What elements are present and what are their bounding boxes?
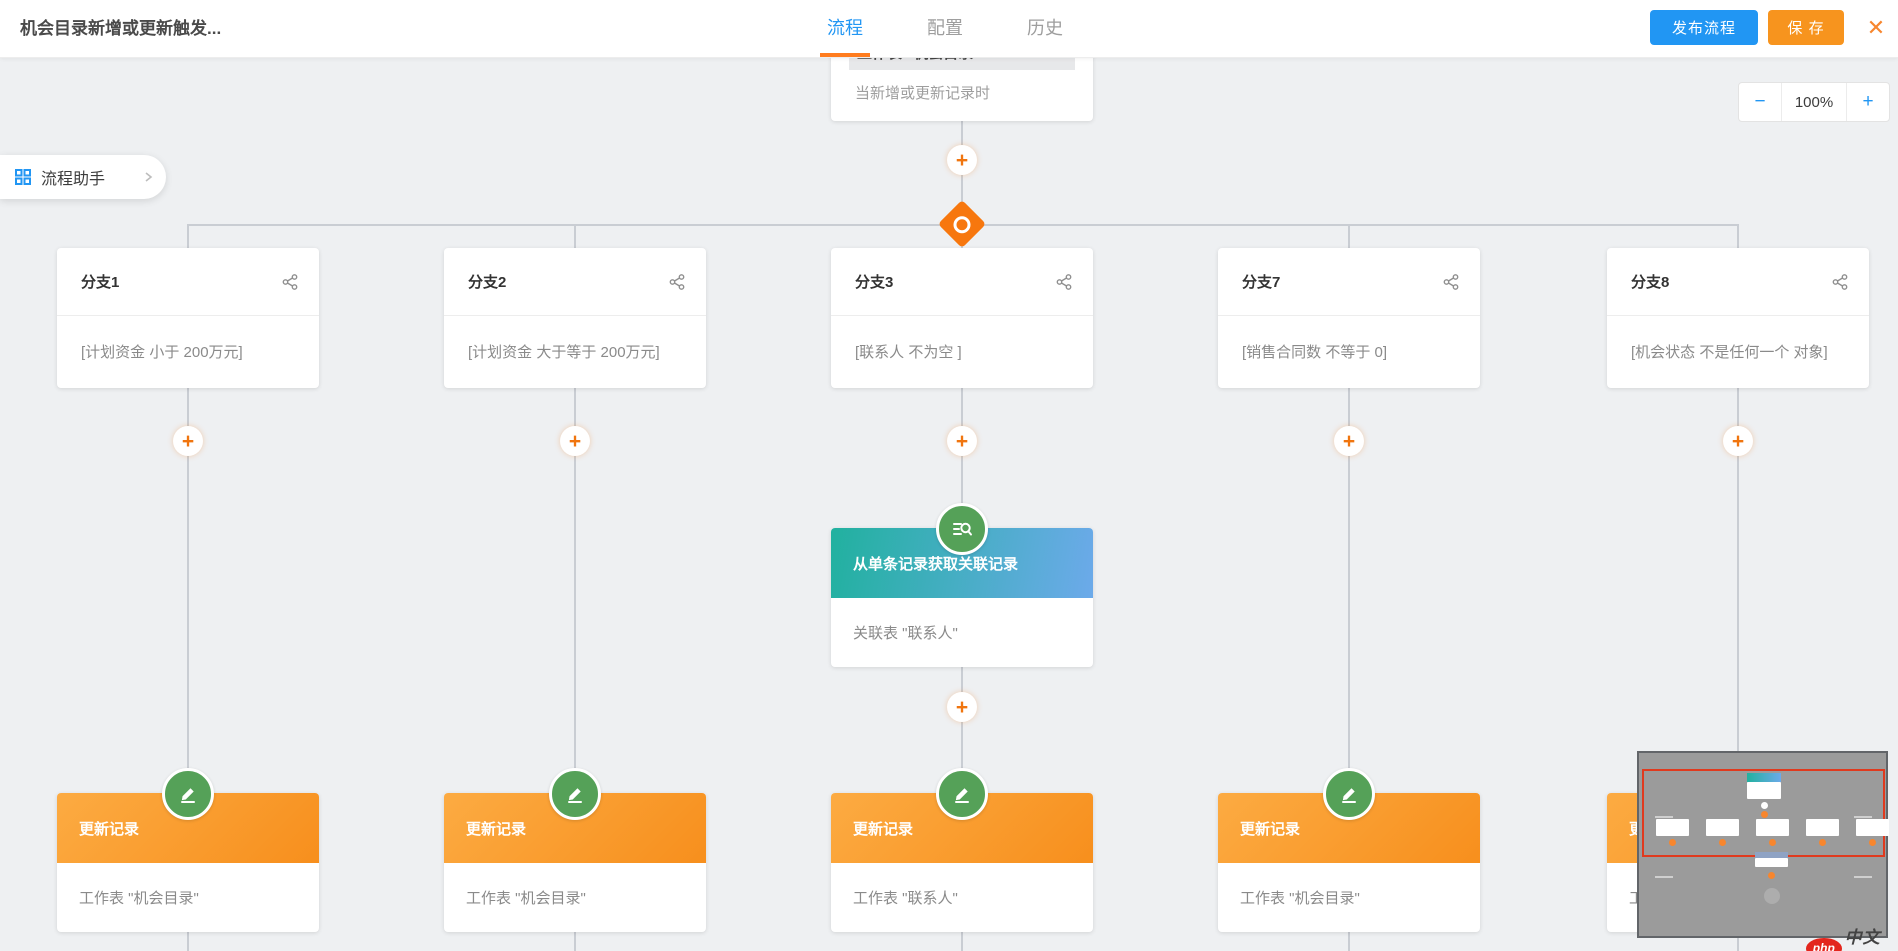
minimap-trigger-node <box>1747 773 1781 782</box>
branch-condition: [计划资金 大于等于 200万元] <box>468 344 660 361</box>
minimap-dot <box>1761 811 1768 818</box>
update-node-detail: 工作表 "机会目录" <box>79 890 199 907</box>
update-node-title: 更新记录 <box>79 820 140 838</box>
share-icon[interactable] <box>1831 273 1849 291</box>
add-node-button[interactable]: + <box>947 692 977 722</box>
add-node-button[interactable]: + <box>947 426 977 456</box>
flow-assistant-button[interactable]: 流程助手 <box>0 155 166 199</box>
minimap-branch-card <box>1806 819 1839 836</box>
update-node-title: 更新记录 <box>853 820 914 838</box>
branch-condition: [计划资金 小于 200万元] <box>81 344 243 361</box>
edit-record-icon <box>1323 768 1375 820</box>
update-node-detail: 工作表 "联系人" <box>853 890 958 907</box>
save-button[interactable]: 保 存 <box>1768 10 1844 45</box>
minimap-dot <box>1719 839 1726 846</box>
tab-config[interactable]: 配置 <box>927 18 963 38</box>
branch-title: 分支1 <box>81 274 120 291</box>
branch-condition: [销售合同数 不等于 0] <box>1242 344 1388 361</box>
update-node-detail: 工作表 "机会目录" <box>1240 890 1360 907</box>
share-icon[interactable] <box>281 273 299 291</box>
minimap-branch-card <box>1856 819 1889 836</box>
gateway-ring-icon <box>949 211 975 237</box>
add-node-button[interactable]: + <box>947 145 977 175</box>
flow-title: 机会目录新增或更新触发... <box>20 19 222 38</box>
branch-card-3[interactable]: 分支3 [联系人 不为空 ] <box>831 248 1093 388</box>
toolbar: 机会目录新增或更新触发... 流程 配置 历史 发布流程 保 存 ✕ <box>0 0 1898 58</box>
branch-condition: [联系人 不为空 ] <box>855 344 962 361</box>
edit-record-icon <box>162 768 214 820</box>
branch-condition: [机会状态 不是任何一个 对象] <box>1631 344 1828 361</box>
add-node-button[interactable]: + <box>560 426 590 456</box>
tab-bar: 流程 配置 历史 <box>820 0 1066 57</box>
connector-line <box>1348 224 1350 951</box>
tab-flow[interactable]: 流程 <box>820 0 870 57</box>
minimap-trigger-node <box>1747 782 1781 799</box>
zoom-control: − 100% + <box>1738 82 1890 122</box>
lookup-node-title: 从单条记录获取关联记录 <box>853 555 1019 573</box>
add-node-button[interactable]: + <box>173 426 203 456</box>
branch-card-header: 分支3 <box>831 248 1093 316</box>
site-watermark: php 中文网 <box>1806 923 1898 951</box>
search-record-icon <box>936 503 988 555</box>
watermark-text: 中文网 <box>1844 928 1881 947</box>
minimap-lookup-node <box>1755 858 1788 867</box>
share-icon[interactable] <box>668 273 686 291</box>
share-icon[interactable] <box>1442 273 1460 291</box>
branch-card-header: 分支2 <box>444 248 706 316</box>
grid-icon <box>14 168 32 186</box>
minimap-branch-card <box>1706 819 1739 836</box>
minimap[interactable] <box>1637 751 1889 938</box>
update-node-title: 更新记录 <box>1240 820 1301 838</box>
minimap-mark <box>1854 816 1872 818</box>
minimap-end-node <box>1764 888 1780 904</box>
branch-card-header: 分支8 <box>1607 248 1869 316</box>
minimap-dot <box>1669 839 1676 846</box>
branch-card-8[interactable]: 分支8 [机会状态 不是任何一个 对象] <box>1607 248 1869 388</box>
branch-card-7[interactable]: 分支7 [销售合同数 不等于 0] <box>1218 248 1480 388</box>
add-node-button[interactable]: + <box>1723 426 1753 456</box>
edit-record-icon <box>936 768 988 820</box>
branch-title: 分支2 <box>468 274 507 291</box>
chevron-right-icon <box>142 171 154 183</box>
add-node-button[interactable]: + <box>1334 426 1364 456</box>
edit-record-icon <box>549 768 601 820</box>
branch-card-header: 分支7 <box>1218 248 1480 316</box>
branch-title: 分支8 <box>1631 274 1670 291</box>
zoom-out-button[interactable]: − <box>1754 91 1766 112</box>
update-node-header: 更新记录 <box>444 793 706 863</box>
update-node-title: 更新记录 <box>466 820 527 838</box>
minimap-dot <box>1819 839 1826 846</box>
php-logo: php <box>1806 937 1842 951</box>
minimap-lookup-node <box>1755 852 1788 858</box>
zoom-level: 100% <box>1781 83 1847 121</box>
minimap-dot <box>1769 839 1776 846</box>
minimap-mark <box>1655 816 1673 818</box>
minimap-dot <box>1768 872 1775 879</box>
minimap-dot <box>1869 839 1876 846</box>
branch-title: 分支3 <box>855 274 894 291</box>
lookup-node-detail: 关联表 "联系人" <box>853 625 958 642</box>
tab-history[interactable]: 历史 <box>1027 18 1063 38</box>
zoom-in-button[interactable]: + <box>1862 91 1874 112</box>
branch-gateway-icon[interactable] <box>937 199 987 249</box>
update-node-detail: 工作表 "机会目录" <box>466 890 586 907</box>
update-record-node-2[interactable]: 更新记录 工作表 "机会目录" <box>444 793 706 932</box>
flow-assistant-label: 流程助手 <box>41 171 106 188</box>
minimap-mark <box>1854 876 1872 878</box>
branch-card-header: 分支1 <box>57 248 319 316</box>
connector-line <box>574 224 576 951</box>
minimap-dot <box>1761 802 1768 809</box>
minimap-branch-card <box>1656 819 1689 836</box>
trigger-node-subtitle: 当新增或更新记录时 <box>855 85 991 102</box>
share-icon[interactable] <box>1055 273 1073 291</box>
publish-flow-button[interactable]: 发布流程 <box>1650 10 1758 45</box>
branch-card-1[interactable]: 分支1 [计划资金 小于 200万元] <box>57 248 319 388</box>
branch-title: 分支7 <box>1242 274 1281 291</box>
branch-card-2[interactable]: 分支2 [计划资金 大于等于 200万元] <box>444 248 706 388</box>
minimap-mark <box>1655 876 1673 878</box>
connector-line <box>187 224 189 951</box>
connector-line <box>1737 224 1739 951</box>
minimap-branch-card <box>1756 819 1789 836</box>
close-icon[interactable]: ✕ <box>1866 15 1886 40</box>
